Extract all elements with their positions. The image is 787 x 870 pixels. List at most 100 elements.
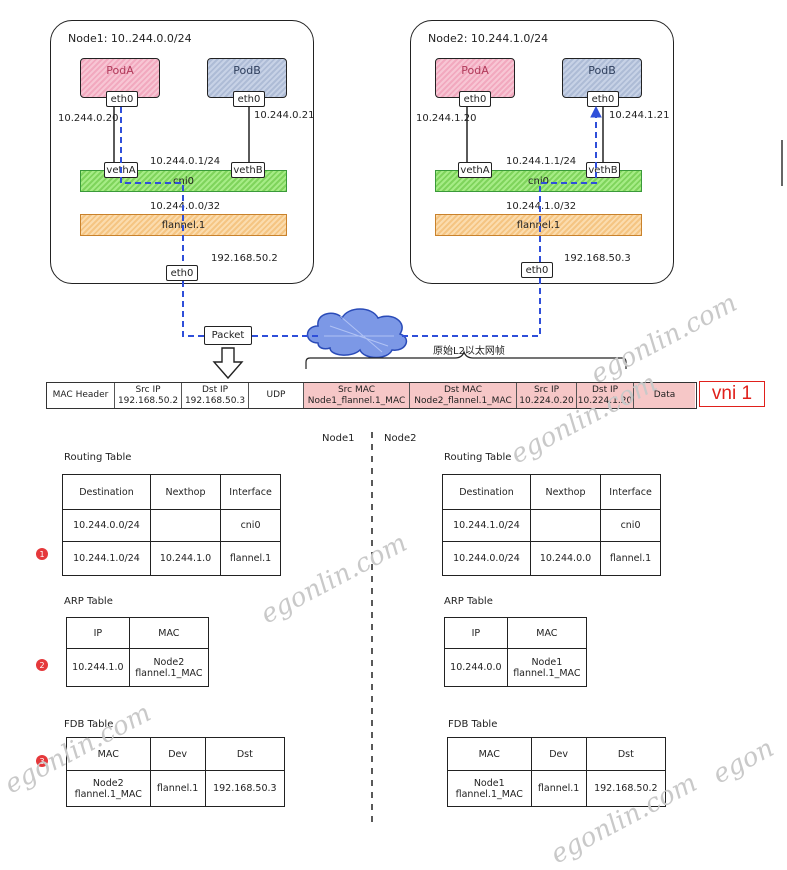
node1-pod-a-eth0: eth0 xyxy=(106,91,138,107)
node1-flannel-ip: 10.244.0.0/32 xyxy=(150,201,221,212)
node2-box xyxy=(410,20,674,284)
node1-pod-b-label: PodB xyxy=(233,64,261,77)
rt-cell: 10.244.1.0 xyxy=(149,541,222,576)
node2-arp-title: ARP Table xyxy=(444,596,493,607)
arp-header: MAC xyxy=(506,617,588,649)
fdb-header: MAC xyxy=(447,737,532,771)
fdb-header: MAC xyxy=(66,737,151,771)
rt-cell: cni0 xyxy=(600,509,661,542)
topology-lines xyxy=(113,105,783,822)
node2-flannel-label: flannel.1 xyxy=(516,219,561,231)
node2-host-ip: 192.168.50.3 xyxy=(564,253,631,264)
node2-label: Node2 xyxy=(384,433,417,444)
fdb-header: Dst xyxy=(585,737,667,771)
cloud-to-node2-path xyxy=(402,278,541,337)
rt-header: Destination xyxy=(442,474,531,510)
hdr-mac-header: MAC Header xyxy=(47,383,115,408)
node1-cni-label: cni0 xyxy=(173,175,194,187)
fdb-cell: flannel.1 xyxy=(530,770,587,807)
node1-pod-b-eth0: eth0 xyxy=(233,91,265,107)
inner-frame-brace xyxy=(305,350,627,369)
node2-cni-ip: 10.244.1.1/24 xyxy=(506,156,577,167)
node1-arp-title: ARP Table xyxy=(64,596,113,607)
l2-frame-caption: 原始L2以太网帧 xyxy=(433,346,505,357)
fdb-cell: 192.168.50.2 xyxy=(585,770,667,807)
node2-pod-a-label: PodA xyxy=(461,64,489,77)
rt-header: Destination xyxy=(62,474,151,510)
node1-pod-b-ip: 10.244.0.21 xyxy=(254,110,315,121)
hdr-udp: UDP xyxy=(249,383,304,408)
node1-to-packet-path xyxy=(182,281,206,337)
node2-fdb-title: FDB Table xyxy=(448,719,498,730)
node2-pod-b-label: PodB xyxy=(588,64,616,77)
fdb-header: Dev xyxy=(530,737,587,771)
node2-veth-a: vethA xyxy=(458,162,492,178)
node1-title: Node1: 10..244.0.0/24 xyxy=(68,32,192,45)
rt-cell xyxy=(529,509,602,542)
node2-host-eth0: eth0 xyxy=(521,262,553,278)
node2-flannel-ip: 10.244.1.0/32 xyxy=(506,201,577,212)
node2-pod-a-eth0: eth0 xyxy=(459,91,491,107)
rt-cell: 10.244.1.0/24 xyxy=(442,509,531,542)
packet-box: Packet xyxy=(204,326,252,345)
step-badge-1: 1 xyxy=(36,548,48,560)
node1-host-eth0: eth0 xyxy=(166,265,198,281)
node2-routing-title: Routing Table xyxy=(444,452,512,463)
node1-host-ip: 192.168.50.2 xyxy=(211,253,278,264)
arp-header: IP xyxy=(444,617,508,649)
fdb-cell: 192.168.50.3 xyxy=(204,770,286,807)
rt-cell xyxy=(149,509,222,542)
node2-flannel-bar: flannel.1 xyxy=(435,214,642,236)
vni-tag: vni 1 xyxy=(699,381,765,407)
fdb-cell: flannel.1 xyxy=(149,770,206,807)
step-badge-3: 3 xyxy=(36,755,48,767)
rt-cell: 10.244.0.0 xyxy=(529,541,602,576)
arp-header: MAC xyxy=(128,617,210,649)
node2-flow-path xyxy=(539,115,597,262)
node2-title: Node2: 10.244.1.0/24 xyxy=(428,32,549,45)
node2-cni-label: cni0 xyxy=(528,175,549,187)
arp-header: IP xyxy=(66,617,130,649)
node1-pod-a-label: PodA xyxy=(106,64,134,77)
node2-pod-b-eth0: eth0 xyxy=(587,91,619,107)
down-arrow-icon xyxy=(212,347,244,380)
cloud-icon xyxy=(306,308,408,359)
fdb-header: Dev xyxy=(149,737,206,771)
rt-cell: flannel.1 xyxy=(600,541,661,576)
rt-header: Interface xyxy=(600,474,661,510)
step-badge-2: 2 xyxy=(36,659,48,671)
node1-flow-path xyxy=(120,107,184,265)
node1-fdb-title: FDB Table xyxy=(64,719,114,730)
node2-pod-a-ip: 10.244.1.20 xyxy=(416,113,477,124)
node2-veth-b: vethB xyxy=(586,162,620,178)
node2-arrowhead-icon xyxy=(590,105,602,118)
node1-cni-ip: 10.244.0.1/24 xyxy=(150,156,221,167)
fdb-header: Dst xyxy=(204,737,286,771)
node2-pod-b-ip: 10.244.1.21 xyxy=(609,110,670,121)
arp-cell: 10.244.1.0 xyxy=(66,648,130,687)
node1-routing-title: Routing Table xyxy=(64,452,132,463)
hdr-data: Data xyxy=(634,383,695,408)
rt-cell: 10.244.1.0/24 xyxy=(62,541,151,576)
node1-label: Node1 xyxy=(322,433,355,444)
node1-pod-a-ip: 10.244.0.20 xyxy=(58,113,119,124)
rt-cell: cni0 xyxy=(220,509,281,542)
rt-cell: flannel.1 xyxy=(220,541,281,576)
rt-cell: 10.244.0.0/24 xyxy=(442,541,531,576)
